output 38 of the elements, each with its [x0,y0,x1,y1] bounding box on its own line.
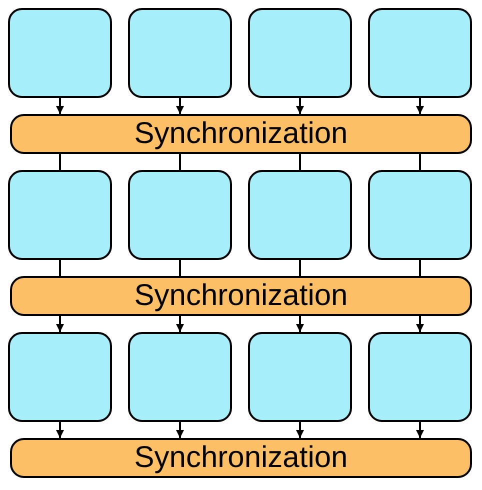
connector-line [179,260,181,276]
synchronization-bar [10,438,472,478]
connector-line [299,154,301,170]
connector-line [419,154,421,170]
process-box [128,8,232,98]
synchronization-bar [10,276,472,316]
connector-line [59,260,61,276]
process-box [128,332,232,422]
process-box [128,170,232,260]
process-box [248,170,352,260]
connector-line [299,260,301,276]
arrow [56,98,64,114]
process-box [8,170,112,260]
arrow [296,98,304,114]
process-box [8,8,112,98]
arrow [176,316,184,332]
arrow [416,98,424,114]
arrow [296,422,304,438]
connector-line [419,260,421,276]
process-box [248,332,352,422]
connector-line [59,154,61,170]
process-box [8,332,112,422]
process-box [368,332,472,422]
arrow [416,316,424,332]
process-box [368,8,472,98]
arrow [176,422,184,438]
arrow [56,422,64,438]
connector-line [179,154,181,170]
synchronization-bar [10,114,472,154]
bar-label: Synchronization [134,443,348,473]
arrow [56,316,64,332]
bar-label: Synchronization [134,119,348,149]
bar-label: Synchronization [134,281,348,311]
arrow [296,316,304,332]
process-box [368,170,472,260]
arrow [176,98,184,114]
arrow [416,422,424,438]
process-box [248,8,352,98]
